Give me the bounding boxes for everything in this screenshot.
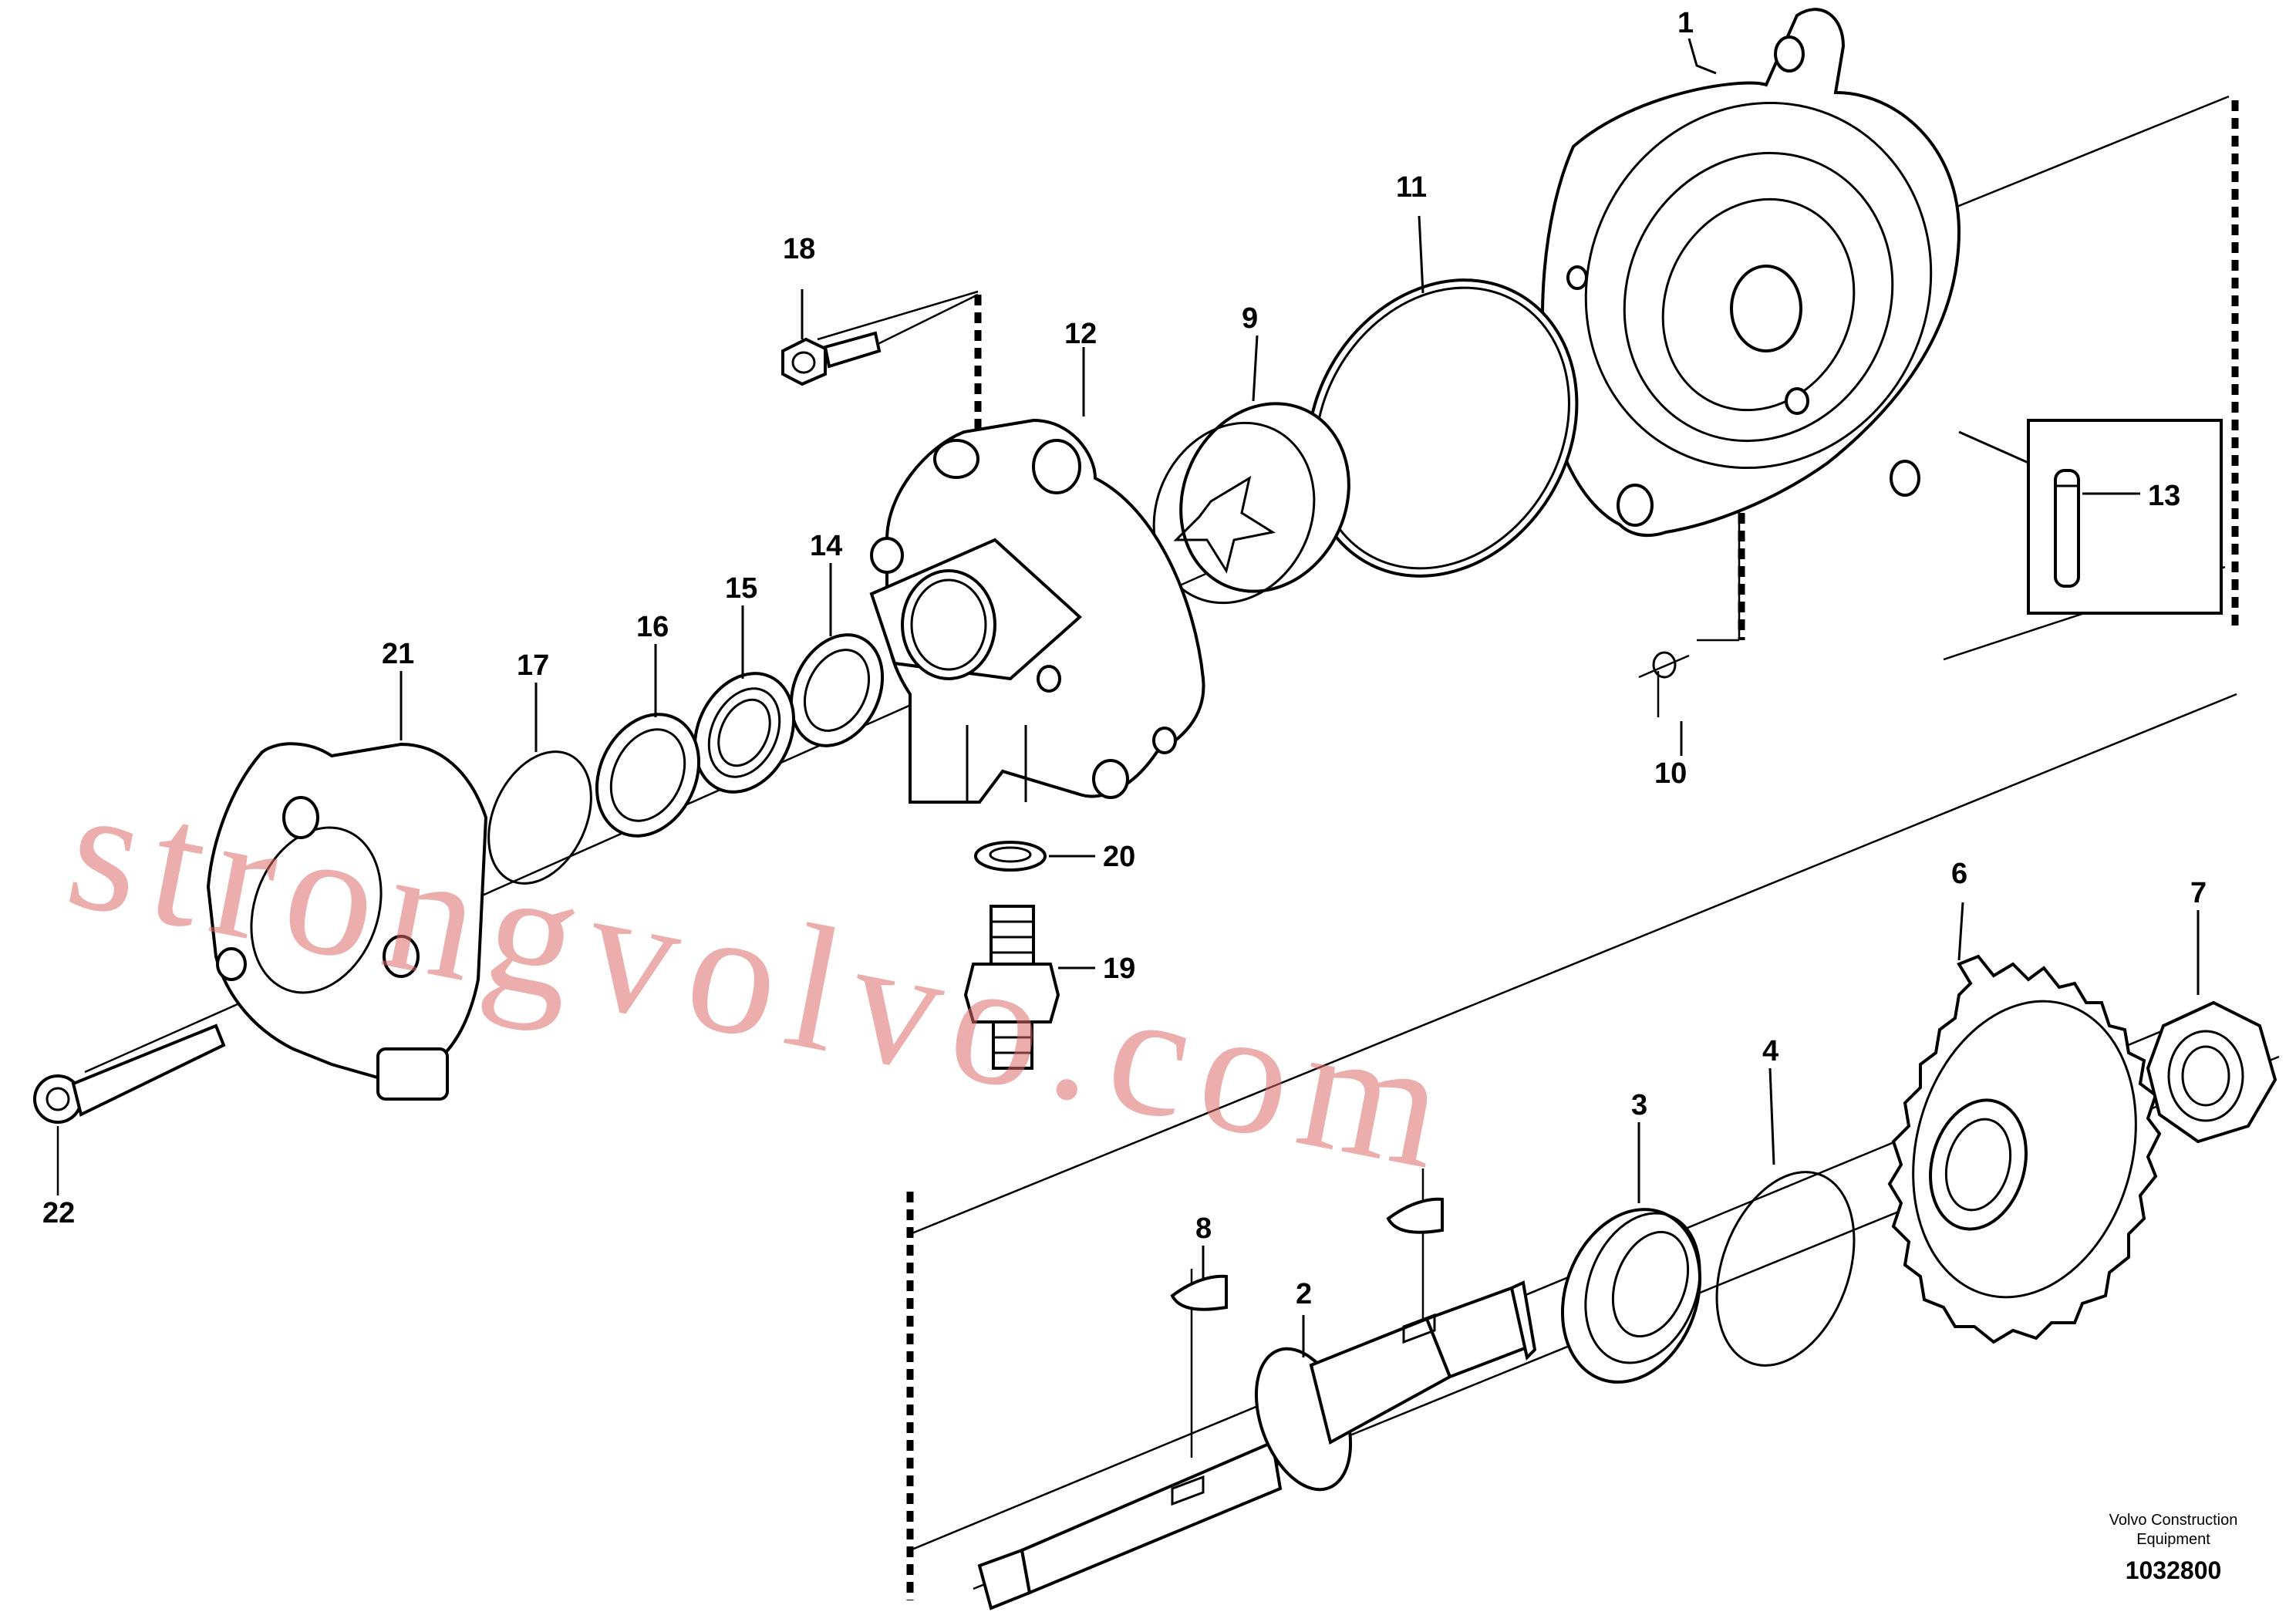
drawing-number: 1032800 bbox=[2126, 1556, 2222, 1584]
callout-11: 11 bbox=[1396, 171, 1427, 204]
part-17-o-ring bbox=[487, 750, 592, 885]
callout-4: 4 bbox=[1762, 1035, 1778, 1067]
watermark-text: strongvolvo.com bbox=[54, 747, 1472, 1209]
callout-14: 14 bbox=[810, 530, 842, 562]
leader-lines bbox=[400, 38, 2200, 1357]
callout-21: 21 bbox=[382, 638, 414, 670]
part-6-gear bbox=[1887, 954, 2162, 1344]
callout-13: 13 bbox=[2148, 480, 2180, 512]
part-22-long-bolt bbox=[33, 1023, 226, 1195]
part-18-bolt bbox=[781, 293, 979, 386]
callout-1: 1 bbox=[1677, 7, 1694, 39]
upper-key bbox=[1386, 1197, 1444, 1234]
part-callouts: 1 11 9 12 18 13 10 14 15 16 17 21 20 19 … bbox=[42, 7, 2207, 1310]
part-4-circlip bbox=[1715, 1171, 1856, 1367]
callout-20: 20 bbox=[1103, 841, 1135, 873]
part-7-nut bbox=[2146, 1000, 2277, 1144]
callout-17: 17 bbox=[517, 649, 549, 682]
callout-9: 9 bbox=[1242, 302, 1258, 335]
part-20-washer bbox=[974, 841, 1047, 872]
part-9-rotor bbox=[1152, 402, 1350, 605]
part-11-o-ring bbox=[1306, 278, 1579, 578]
callout-15: 15 bbox=[725, 572, 757, 605]
part-19-fitting bbox=[963, 905, 1060, 1070]
company-line-2: Equipment bbox=[2136, 1531, 2210, 1548]
part-12-pump-housing bbox=[869, 418, 1205, 804]
company-line-1: Volvo Construction bbox=[2109, 1512, 2238, 1529]
callout-6: 6 bbox=[1951, 858, 1967, 890]
callout-18: 18 bbox=[783, 233, 815, 265]
part-13-inset bbox=[1958, 419, 2223, 615]
callout-8: 8 bbox=[1195, 1212, 1212, 1245]
callout-3: 3 bbox=[1631, 1089, 1647, 1121]
callout-7: 7 bbox=[2190, 877, 2207, 909]
callout-16: 16 bbox=[636, 611, 669, 643]
part-10-small-ring bbox=[1652, 651, 1677, 679]
callout-2: 2 bbox=[1296, 1278, 1312, 1310]
callout-12: 12 bbox=[1064, 318, 1097, 350]
callout-19: 19 bbox=[1103, 953, 1135, 985]
callout-22: 22 bbox=[42, 1197, 75, 1229]
part-8-key bbox=[1170, 1274, 1228, 1311]
parts-14-15-16-seals bbox=[595, 633, 885, 838]
part-21-pump-body bbox=[206, 742, 488, 1101]
part-2-shaft bbox=[977, 1280, 1537, 1610]
part-1-front-cover bbox=[1541, 8, 1961, 538]
drawing-footer: Volvo Construction Equipment 1032800 bbox=[2109, 1512, 2238, 1584]
part-3-ball-bearing bbox=[1560, 1208, 1702, 1384]
callout-10: 10 bbox=[1654, 757, 1687, 790]
